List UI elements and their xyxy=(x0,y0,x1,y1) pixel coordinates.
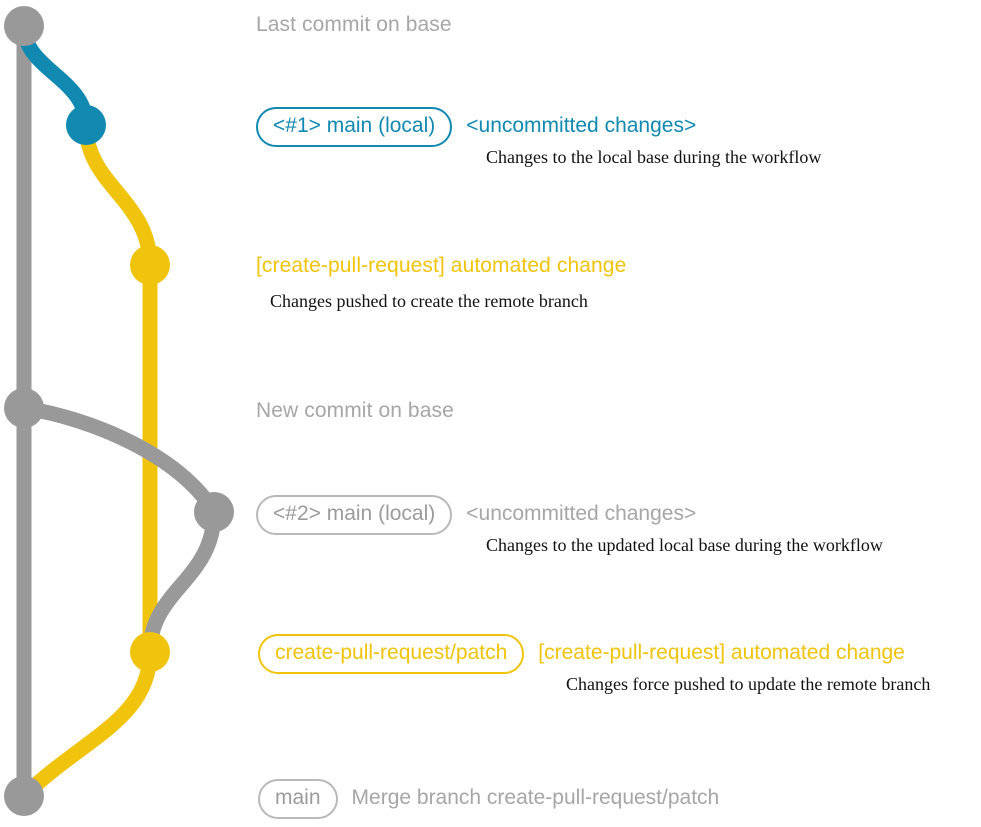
commit-node-local-2[interactable] xyxy=(194,492,234,532)
row-new-commit-on-base: New commit on base xyxy=(256,398,454,424)
commit-description-local-1: Changes to the local base during the wor… xyxy=(486,147,822,167)
row-remote-create: [create-pull-request] automated change xyxy=(256,253,626,279)
row-last-commit-on-base: Last commit on base xyxy=(256,12,452,38)
row-merge: main Merge branch create-pull-request/pa… xyxy=(258,779,719,819)
commit-node-base-1[interactable] xyxy=(4,6,44,46)
commit-subject-base-1: Last commit on base xyxy=(256,13,452,36)
commit-subject-base-2: New commit on base xyxy=(256,399,454,422)
commit-subject-local-2: <uncommitted changes> xyxy=(466,502,697,525)
edge-remote2-to-merge xyxy=(16,644,158,804)
commit-description-remote-2: Changes force pushed to update the remot… xyxy=(566,674,931,694)
commit-subject-merge: Merge branch create-pull-request/patch xyxy=(351,786,720,809)
edge-local2-to-remote2 xyxy=(142,504,222,660)
row-local-run-1: <#1> main (local) <uncommitted changes> xyxy=(256,107,696,147)
commit-node-merge[interactable] xyxy=(4,776,44,816)
branch-badge-main[interactable]: main xyxy=(258,779,338,819)
row-local-run-2: <#2> main (local) <uncommitted changes> xyxy=(256,495,696,535)
commit-description-local-2: Changes to the updated local base during… xyxy=(486,535,883,555)
commit-subject-remote-2: [create-pull-request] automated change xyxy=(538,641,905,664)
branch-badge-local-1[interactable]: <#1> main (local) xyxy=(256,107,453,147)
commit-subject-local-1: <uncommitted changes> xyxy=(466,114,697,137)
commit-node-remote-2[interactable] xyxy=(130,632,170,672)
edge-base-to-local2 xyxy=(16,400,222,520)
branch-badge-remote-patch[interactable]: create-pull-request/patch xyxy=(258,634,525,674)
commit-node-remote-1[interactable] xyxy=(130,245,170,285)
edge-local1-to-remote1 xyxy=(78,117,158,273)
row-remote-update: create-pull-request/patch [create-pull-r… xyxy=(258,634,905,674)
commit-subject-remote-1: [create-pull-request] automated change xyxy=(256,254,627,277)
branch-badge-local-2[interactable]: <#2> main (local) xyxy=(256,495,453,535)
commit-node-base-2[interactable] xyxy=(4,388,44,428)
commit-description-remote-1: Changes pushed to create the remote bran… xyxy=(270,291,588,311)
commit-node-local-1[interactable] xyxy=(66,105,106,145)
